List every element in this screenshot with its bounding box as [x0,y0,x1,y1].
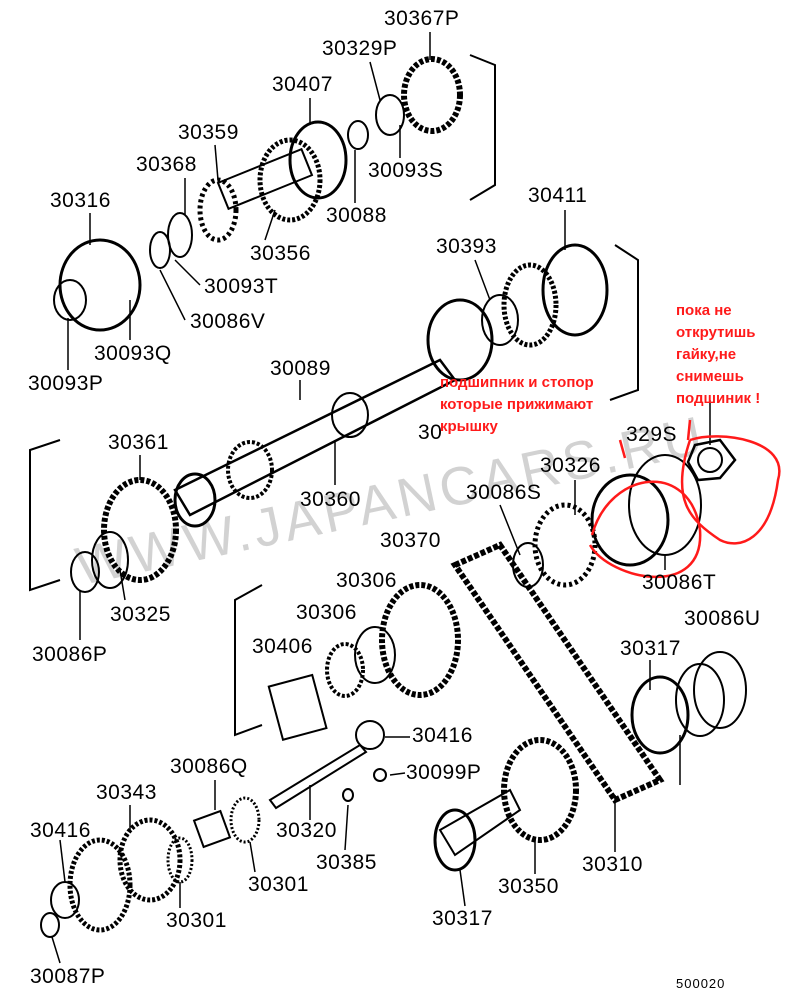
part-label: 30317 [620,637,681,660]
red-circle-bearing [588,480,702,579]
part-label-partial: 329S [626,423,678,446]
part-label: 30093Q [94,342,172,365]
part-label: 30088 [326,204,387,227]
part-label: 30310 [582,853,643,876]
red-annotation-marks [588,419,781,579]
part-label: 30416 [30,819,91,842]
part-label: 30343 [96,781,157,804]
part-label: 30087P [30,965,106,988]
part-label: 30316 [50,189,111,212]
part-label: 30393 [436,235,497,258]
part-label: 30093P [28,372,104,395]
annotation-bearing-note: подшипник и стопор которые прижимают кры… [440,374,594,435]
part-label: 30329P [322,37,398,60]
part-label: 30407 [272,73,333,96]
bracket-upper [469,54,496,201]
part-label: 30306 [296,601,357,624]
part-label: 30326 [540,454,601,477]
part-label: 30086T [642,571,717,594]
chain-30310 [450,541,665,804]
part-label: 30086Q [170,755,248,778]
part-label: 30317 [432,907,493,930]
diagram-code: 500020 [676,976,726,991]
part-label: 30093S [368,159,444,182]
part-label: 30089 [270,357,331,380]
part-label: 30360 [300,488,361,511]
part-label: 30359 [178,121,239,144]
part-label: 30406 [252,635,313,658]
leader-lines [51,32,711,964]
part-label: 30086V [190,310,266,333]
part-label: 30099P [406,761,482,784]
main-shaft [173,243,609,528]
part-label: 30367P [384,7,460,30]
part-label: 30086S [466,481,542,504]
red-circle-nut [680,435,781,545]
part-label: 30301 [248,873,309,896]
bracket-mid [609,244,639,401]
part-label: 30411 [528,184,588,207]
part-label: 30350 [498,875,559,898]
part-label: 30306 [336,569,397,592]
part-label: 30361 [108,431,169,454]
annotation-nut-note: пока не открутишь гайку,не снимешь подши… [676,302,761,407]
gear-30361 [101,477,179,583]
bracket-lower [234,584,263,737]
part-label: 30301 [166,909,227,932]
part-label: 30093T [204,275,279,298]
part-label: 30385 [316,851,377,874]
part-label: 30320 [276,819,337,842]
upper-gear-group [53,56,463,332]
part-label: 30325 [110,603,171,626]
nut-drawing [686,438,737,482]
part-label: 30086P [32,643,108,666]
part-label: 30356 [250,242,311,265]
part-label: 30370 [380,529,441,552]
part-label-partial: 30 [418,421,443,444]
part-label: 30368 [136,153,197,176]
part-label: 30416 [412,724,473,747]
part-label: 30086U [684,607,761,630]
bracket-left [29,439,61,592]
